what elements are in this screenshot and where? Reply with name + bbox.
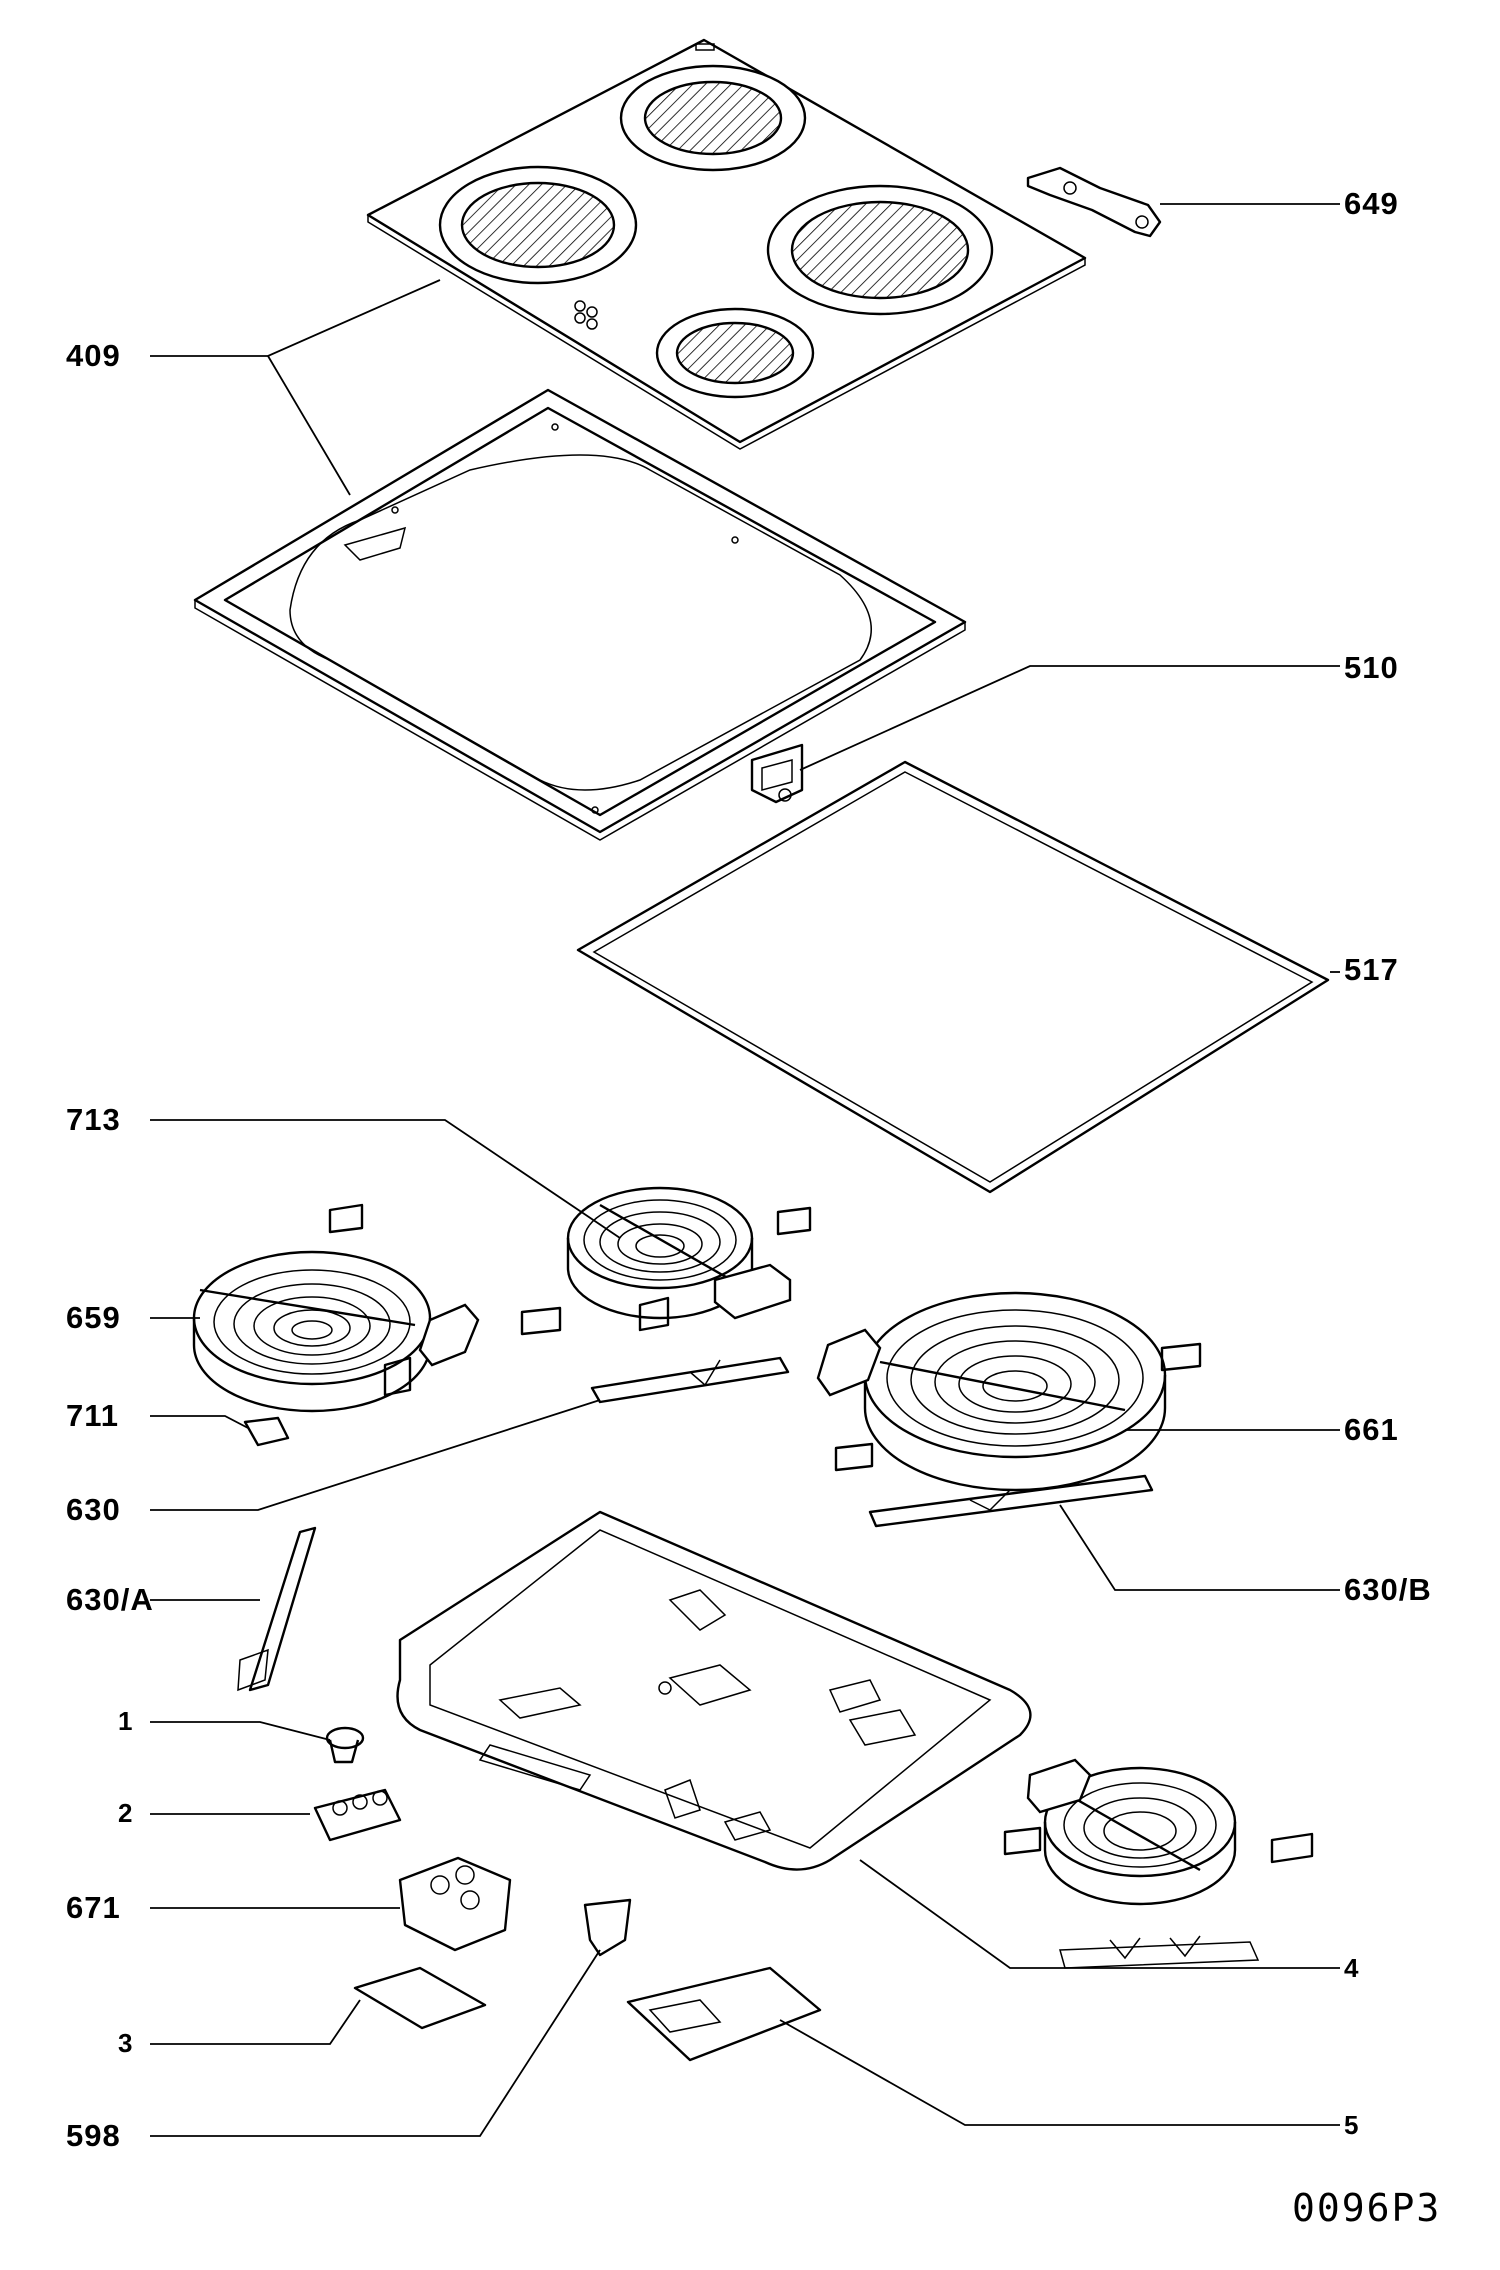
label-630a: 630/A	[66, 1582, 154, 1617]
label-2: 2	[118, 1798, 134, 1828]
heating-element-661	[816, 1291, 1167, 1492]
label-671: 671	[66, 1890, 121, 1925]
gasket-seal	[576, 760, 1330, 1194]
base-tray	[396, 1510, 1032, 1871]
label-517: 517	[1344, 952, 1399, 987]
frame-clip	[750, 743, 804, 804]
label-713: 713	[66, 1102, 121, 1137]
label-630b: 630/B	[1344, 1572, 1432, 1607]
label-5: 5	[1344, 2110, 1360, 2140]
label-409: 409	[66, 338, 121, 373]
label-661: 661	[1344, 1412, 1399, 1447]
hob-frame	[193, 388, 967, 841]
drawing-code: 0096P3	[1292, 2186, 1442, 2230]
small-parts	[313, 1726, 822, 2062]
label-649: 649	[1344, 186, 1399, 221]
label-630: 630	[66, 1492, 121, 1527]
heating-element-659	[192, 1250, 480, 1413]
support-bars	[590, 1356, 1154, 1528]
label-711: 711	[66, 1398, 120, 1433]
label-3: 3	[118, 2028, 134, 2058]
heating-element-713	[566, 1186, 792, 1332]
heating-element-small	[1026, 1758, 1260, 1969]
leader-lines	[150, 203, 1340, 2137]
label-510: 510	[1344, 650, 1399, 685]
glass-hob-top	[366, 38, 1087, 450]
label-659: 659	[66, 1300, 121, 1335]
label-1: 1	[118, 1706, 134, 1736]
label-4: 4	[1344, 1953, 1360, 1983]
rail-630a	[237, 1526, 317, 1692]
element-clips	[243, 1203, 1314, 1864]
bracket-649	[1026, 166, 1162, 238]
label-598: 598	[66, 2118, 121, 2153]
